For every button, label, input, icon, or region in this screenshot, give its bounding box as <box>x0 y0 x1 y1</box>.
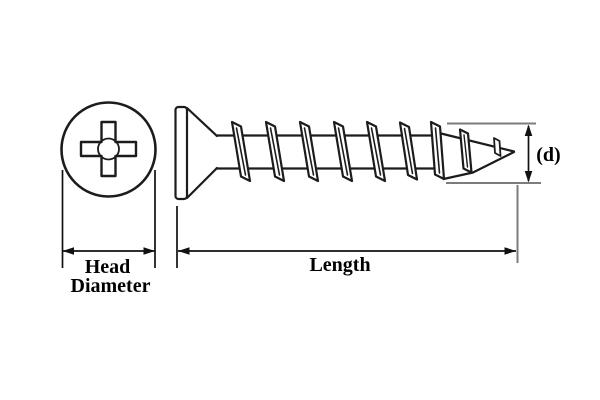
length-label: Length <box>309 254 370 276</box>
thread-crest <box>398 121 419 181</box>
head-diameter-label-line1: Head <box>85 256 131 278</box>
thread-crest <box>264 120 286 183</box>
arrow-right-icon <box>504 247 516 255</box>
arrow-left-icon <box>178 247 190 255</box>
arrow-up-icon <box>524 124 533 136</box>
dimension-annotations <box>61 124 533 268</box>
thread-crest-fold-line <box>434 127 441 174</box>
d-label: (d) <box>536 144 560 166</box>
thread-crest <box>298 120 320 183</box>
thread-crest-fold-line <box>403 127 414 175</box>
screw-side-view <box>174 105 516 201</box>
thread-crest-fold-line <box>463 134 469 168</box>
head-taper-top-line <box>185 106 219 138</box>
thread-crest <box>230 120 252 183</box>
thread-crest <box>493 137 502 157</box>
head-taper-bottom-line <box>185 166 219 200</box>
thread-crest-fold-line <box>269 127 281 176</box>
head-side-face <box>174 105 189 201</box>
thread-crest <box>332 120 354 183</box>
extension-lines-gray <box>446 122 541 263</box>
arrow-right-icon <box>143 247 155 255</box>
tip-top-line <box>435 131 516 153</box>
thread-crest-fold-line <box>370 127 382 176</box>
screw-front-view <box>60 101 157 198</box>
thread-crest-face <box>493 137 502 157</box>
dimension-labels: Head Diameter Length (d) <box>71 144 561 297</box>
arrow-down-icon <box>524 171 533 183</box>
phillips-center-circle <box>97 137 120 161</box>
arrow-left-icon <box>62 247 74 255</box>
thread-crest <box>458 128 473 174</box>
head-diameter-label-line2: Diameter <box>71 275 151 297</box>
thread-crest-fold-line <box>337 127 349 176</box>
thread-crest-fold-line <box>303 127 315 176</box>
thread-crest-fold-line <box>235 127 247 176</box>
thread-crest <box>365 120 387 183</box>
thread-crest <box>429 120 446 181</box>
tip-bottom-line <box>442 150 516 181</box>
